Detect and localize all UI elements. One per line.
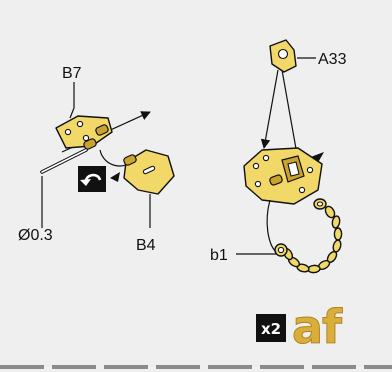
- b7-hinge-plate: [55, 115, 113, 149]
- hasp-hole-1: [252, 162, 260, 170]
- b1-curve-line: [266, 199, 277, 253]
- hinge-assembly: B7 Ø0.3 B4: [18, 65, 175, 254]
- b7-knuckle-2: [83, 138, 97, 150]
- hasp-knuckle: [269, 174, 283, 186]
- b7-leader-tail: [69, 107, 75, 119]
- a33-arrow-left: [260, 69, 279, 149]
- label-b7: B7: [62, 65, 82, 82]
- hasp-hole-4: [306, 166, 314, 174]
- a33-arrow-right: [281, 69, 302, 161]
- part-code-text: af: [292, 300, 343, 354]
- bottom-dashed-divider: [0, 365, 392, 369]
- multiplier-text: x2: [261, 320, 281, 338]
- hasp-hole-2: [262, 154, 270, 162]
- chain: [274, 198, 343, 274]
- hasp-staple-opening: [287, 161, 300, 177]
- rotate-arrow-icon: [78, 166, 106, 192]
- a33-hole: [277, 48, 289, 60]
- multiplier-box: [256, 314, 286, 342]
- label-a33: A33: [318, 51, 347, 68]
- quantity-badge: x2 af: [256, 300, 345, 355]
- label-diameter: Ø0.3: [18, 227, 53, 244]
- pin-wire: [41, 149, 87, 173]
- b7-knuckle-1: [95, 124, 109, 136]
- hasp-hole-3: [254, 180, 262, 188]
- hasp-assembly: A33: [210, 39, 347, 274]
- b4-slot: [142, 165, 156, 175]
- b7-screw-hole-3: [82, 134, 90, 142]
- rotate-direction-arrow: [110, 172, 120, 182]
- b7-screw-hole-1: [64, 128, 72, 136]
- b7-screw-hole-2: [76, 120, 84, 128]
- b4-knuckle: [123, 154, 137, 166]
- hasp-direction-arrow: [308, 152, 324, 166]
- label-b4: B4: [136, 237, 156, 254]
- hasp-base-plate: [243, 147, 323, 205]
- label-b1: b1: [210, 247, 228, 264]
- hasp-hole-5: [298, 186, 306, 194]
